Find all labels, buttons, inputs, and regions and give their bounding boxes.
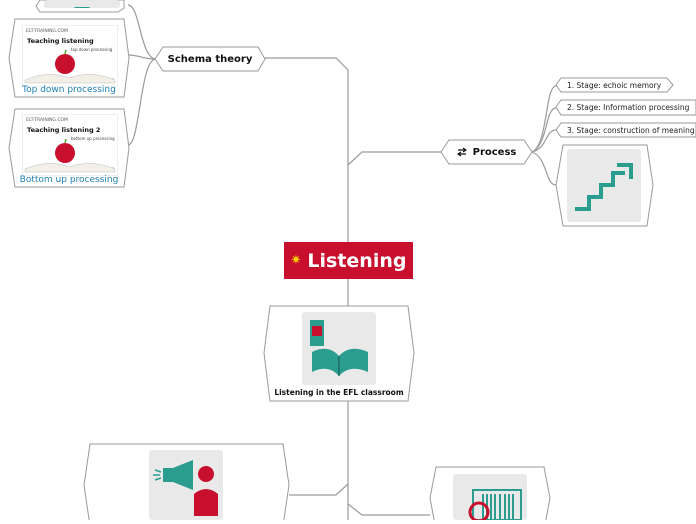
top-down-slide-image: ELT-TRAINING.COM Teaching listening top … [22, 25, 118, 87]
process-stage-1[interactable]: 1. Stage: echoic memory [567, 81, 662, 90]
schema-theory-label: Schema theory [167, 53, 253, 65]
top-down-card[interactable]: ELT-TRAINING.COM Teaching listening top … [9, 19, 129, 97]
process-topic[interactable]: Process [441, 140, 532, 164]
slide-title: Teaching listening [27, 37, 94, 45]
speaker-icon [153, 460, 218, 516]
schema-theory-topic[interactable]: Schema theory [155, 47, 265, 71]
apple-icon [24, 49, 116, 84]
slide-title: Teaching listening 2 [27, 126, 101, 134]
barcode-image-card[interactable] [453, 474, 527, 523]
central-topic[interactable]: ✷ Listening [284, 242, 413, 279]
efl-label[interactable]: Listening in the EFL classroom [274, 388, 404, 397]
process-stage-2[interactable]: 2. Stage: Information processing [567, 103, 690, 112]
process-icon [456, 147, 467, 157]
slide-subtitle: bottom up processing [71, 136, 115, 141]
book-icon [310, 320, 368, 376]
slide-tag: ELT-TRAINING.COM [26, 29, 68, 34]
slide-subtitle: top down processing [71, 47, 113, 52]
top-down-caption: Top down processing [22, 85, 116, 95]
speaker-image-card[interactable] [149, 450, 223, 520]
apple-icon [24, 138, 116, 173]
partial-icon [74, 7, 90, 8]
slide-tag: ELT-TRAINING.COM [26, 118, 68, 123]
bottom-up-slide-image: ELT-TRAINING.COM Teaching listening 2 bo… [22, 114, 118, 176]
central-topic-label: Listening [307, 249, 407, 272]
steps-icon [575, 163, 633, 211]
book-image-card [302, 312, 376, 385]
partial-image-card [44, 0, 120, 8]
bottom-up-caption: Bottom up processing [19, 175, 119, 185]
process-stage-3[interactable]: 3. Stage: construction of meaning [567, 126, 695, 135]
star-icon: ✷ [290, 253, 302, 268]
steps-image-card[interactable] [567, 149, 641, 222]
bottom-up-card[interactable]: ELT-TRAINING.COM Teaching listening 2 bo… [9, 109, 129, 187]
barcode-icon [468, 489, 522, 523]
process-label: Process [472, 146, 517, 158]
